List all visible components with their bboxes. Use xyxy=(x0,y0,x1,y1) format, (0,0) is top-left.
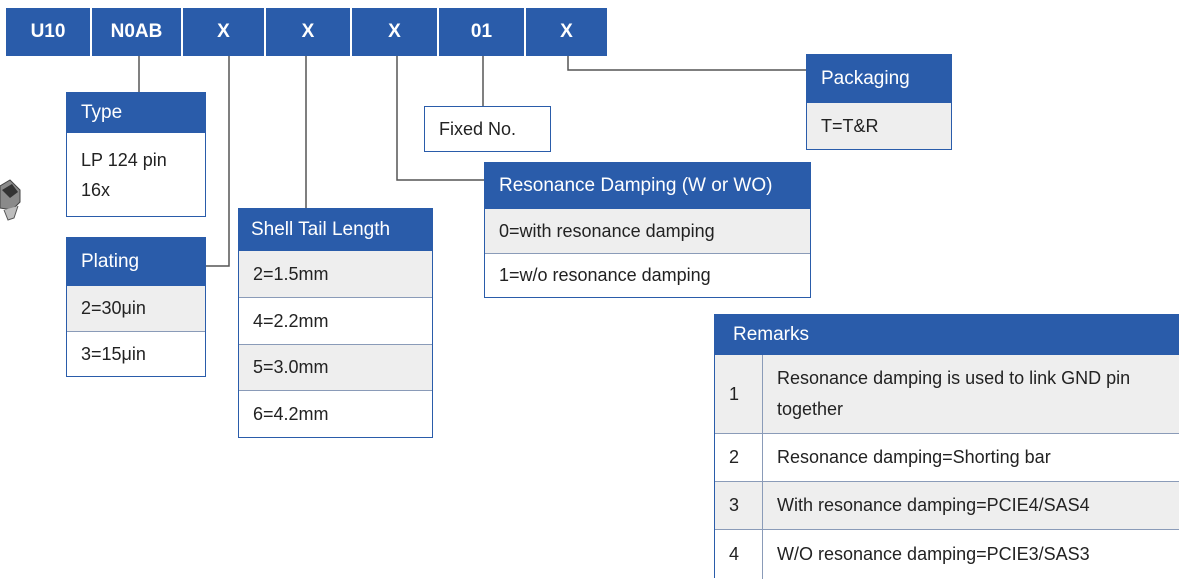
remarks-row-1: 1 Resonance damping is used to link GND … xyxy=(715,355,1179,433)
code-segment-fixed-no: 01 xyxy=(439,8,526,56)
resonance-option-without: 1=w/o resonance damping xyxy=(485,253,810,297)
code-segment-series: U10 xyxy=(6,8,92,56)
shell-tail-option-3: 5=3.0mm xyxy=(239,344,432,390)
code-segment-shell-tail: X xyxy=(266,8,352,56)
packaging-option-1: T=T&R xyxy=(807,103,951,149)
part-number-code-bar: U10 N0AB X X X 01 X xyxy=(6,8,607,56)
remarks-row-3-number: 3 xyxy=(715,482,763,529)
plating-option-2: 3=15μin xyxy=(67,331,205,376)
remarks-row-2-text: Resonance damping=Shorting bar xyxy=(777,447,1051,467)
type-value-line-2: 16x xyxy=(81,180,111,200)
shell-tail-option-2: 4=2.2mm xyxy=(239,297,432,344)
remarks-row-2-number: 2 xyxy=(715,434,763,481)
remarks-row-3-text: With resonance damping=PCIE4/SAS4 xyxy=(777,495,1090,515)
packaging-box: Packaging T=T&R xyxy=(806,54,952,150)
connector-plating xyxy=(205,56,230,267)
remarks-header: Remarks xyxy=(715,315,1179,355)
type-header: Type xyxy=(67,93,205,133)
remarks-row-2: 2 Resonance damping=Shorting bar xyxy=(715,433,1179,481)
remarks-row-3: 3 With resonance damping=PCIE4/SAS4 xyxy=(715,481,1179,529)
remarks-row-1-number: 1 xyxy=(715,355,763,433)
plating-box: Plating 2=30μin 3=15μin xyxy=(66,237,206,377)
type-value-line-1: LP 124 pin xyxy=(81,150,167,170)
fixed-no-box: Fixed No. xyxy=(424,106,551,152)
connector-packaging xyxy=(567,56,806,71)
type-value: LP 124 pin 16x xyxy=(67,133,205,217)
code-segment-packaging: X xyxy=(560,21,573,42)
remarks-row-4-number: 4 xyxy=(715,530,763,579)
plating-option-1: 2=30μin xyxy=(67,286,205,331)
resonance-header: Resonance Damping (W or WO) xyxy=(485,163,810,209)
shell-tail-length-box: Shell Tail Length 2=1.5mm 4=2.2mm 5=3.0m… xyxy=(238,208,433,438)
connector-product-image xyxy=(0,179,21,221)
packaging-header: Packaging xyxy=(807,55,951,103)
resonance-damping-box: Resonance Damping (W or WO) 0=with reson… xyxy=(484,162,811,298)
code-segment-plating: X xyxy=(183,8,266,56)
plating-header: Plating xyxy=(67,238,205,286)
shell-tail-option-1: 2=1.5mm xyxy=(239,251,432,297)
remarks-row-4-text: W/O resonance damping=PCIE3/SAS3 xyxy=(777,544,1090,564)
remarks-row-1-text: Resonance damping is used to link GND pi… xyxy=(777,368,1131,419)
resonance-option-with: 0=with resonance damping xyxy=(485,209,810,253)
code-segment-resonance: X xyxy=(352,8,439,56)
remarks-row-4: 4 W/O resonance damping=PCIE3/SAS3 xyxy=(715,529,1179,579)
code-segment-type: N0AB xyxy=(92,8,183,56)
type-box: Type LP 124 pin 16x xyxy=(66,92,206,217)
shell-tail-option-4: 6=4.2mm xyxy=(239,390,432,437)
remarks-table: Remarks 1 Resonance damping is used to l… xyxy=(714,314,1179,579)
shell-tail-header: Shell Tail Length xyxy=(239,209,432,251)
connector-resonance xyxy=(396,56,484,181)
